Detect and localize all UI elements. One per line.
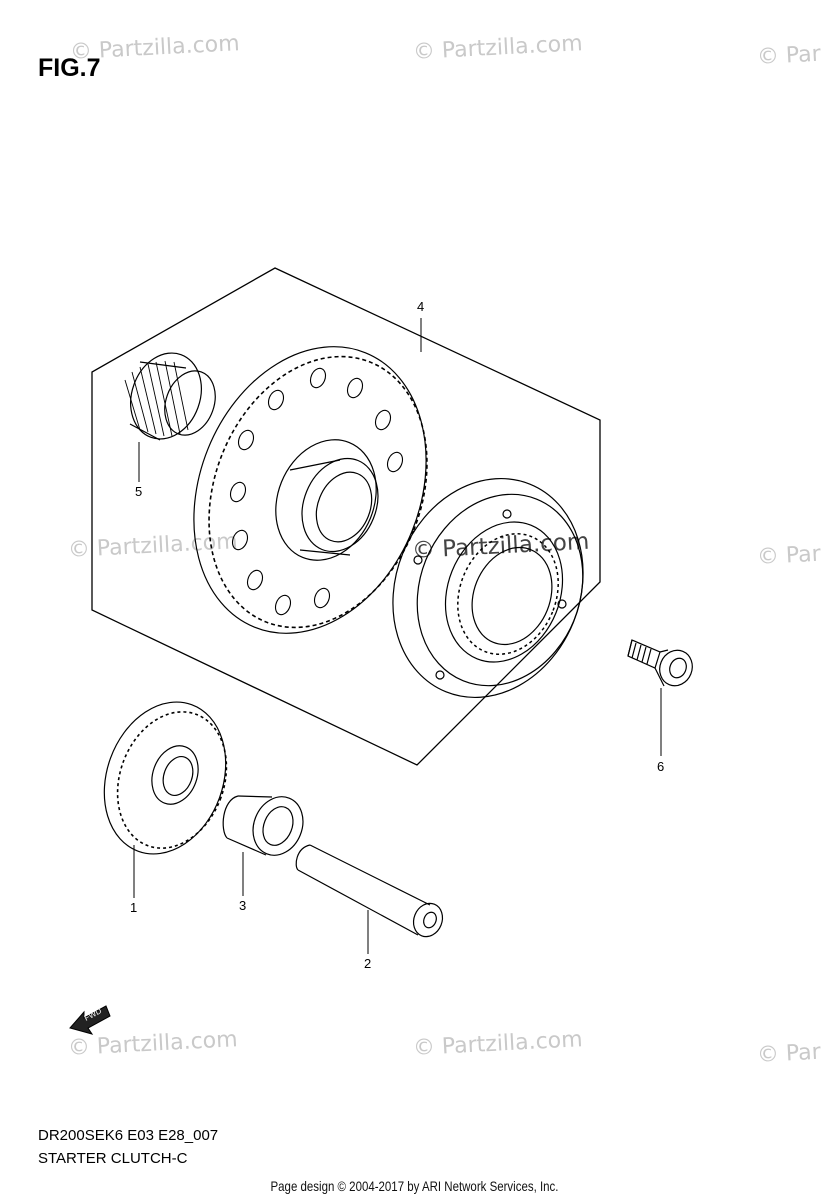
- callout-4: 4: [417, 299, 424, 314]
- shaft-part: [295, 844, 444, 938]
- diagram-code: DR200SEK6 E03 E28_007: [38, 1127, 219, 1144]
- one-way-clutch-part: [392, 477, 584, 699]
- callout-3: 3: [239, 898, 246, 913]
- starter-driven-gear-part: [193, 346, 428, 634]
- needle-bearing-part: [124, 352, 216, 441]
- assembly-outline: [91, 267, 601, 766]
- idle-gear-part: [103, 701, 228, 855]
- bushing-part: [222, 795, 304, 856]
- copyright-footer: Page design © 2004-2017 by ARI Network S…: [270, 1178, 559, 1194]
- fwd-arrow-icon: FWD: [69, 1005, 111, 1035]
- callout-6: 6: [657, 759, 664, 774]
- bolt-part: [627, 639, 693, 687]
- figure-label: FIG.7: [38, 54, 101, 82]
- callout-5: 5: [135, 484, 142, 499]
- callout-2: 2: [364, 956, 371, 971]
- diagram-name: STARTER CLUTCH-C: [38, 1150, 188, 1167]
- callout-1: 1: [130, 900, 137, 915]
- callout-leaders: [133, 318, 662, 954]
